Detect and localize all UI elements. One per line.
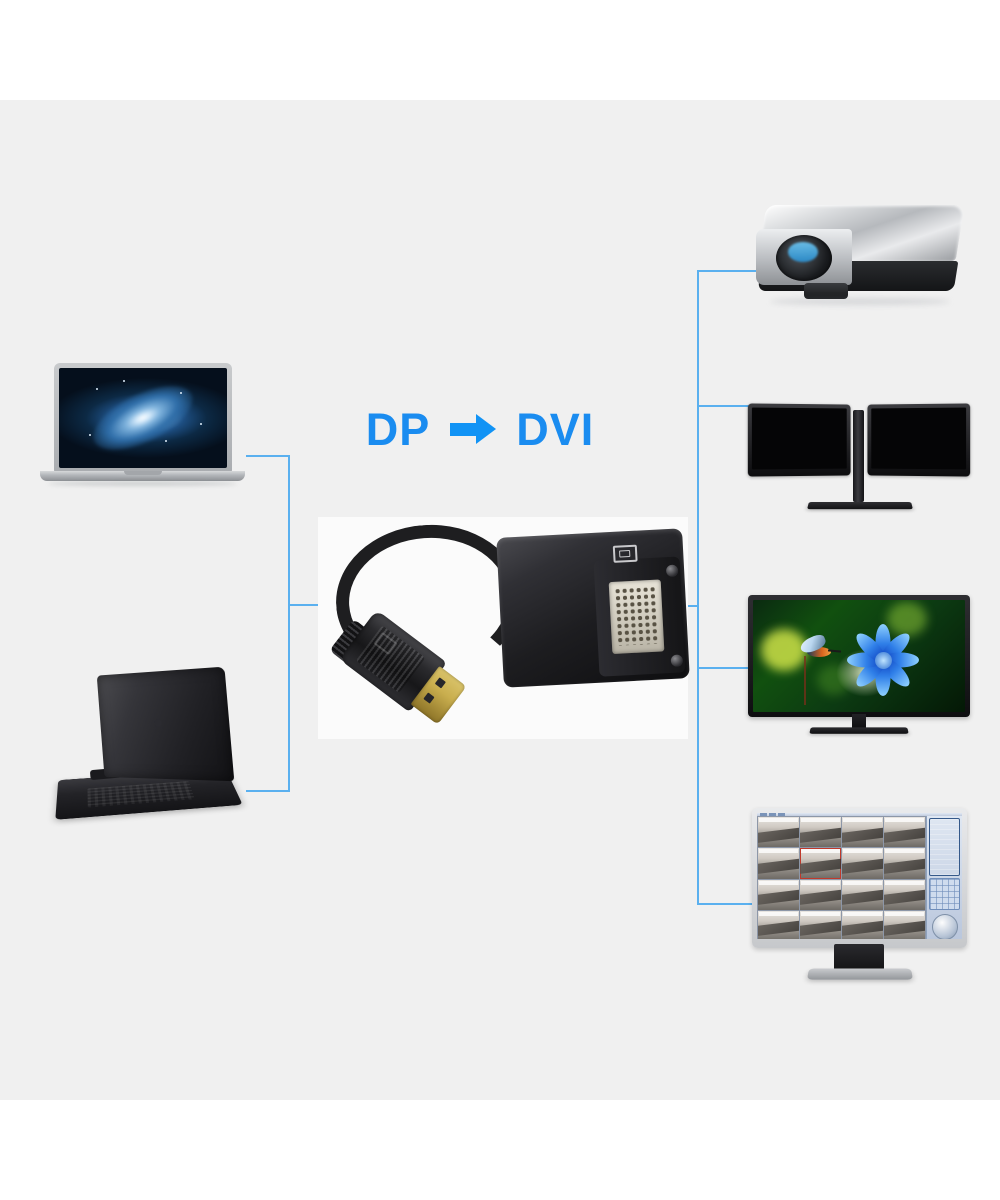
conversion-label: DP DVI xyxy=(350,398,610,460)
line-right-bus xyxy=(697,270,699,904)
cctv-monitor-base xyxy=(806,968,914,980)
cctv-cell xyxy=(758,817,799,848)
dvi-screw-bottom xyxy=(670,654,684,667)
tv-hummingbird xyxy=(795,632,843,665)
dvi-female-housing xyxy=(496,528,690,688)
line-left-to-adapter xyxy=(288,604,324,606)
projector-foot xyxy=(804,283,848,299)
cctv-cell xyxy=(842,910,883,939)
cctv-cell xyxy=(800,879,841,910)
tv-screen xyxy=(753,600,965,712)
macbook-notch xyxy=(124,471,162,475)
label-source: DP xyxy=(365,403,431,455)
label-target: DVI xyxy=(516,403,595,455)
cctv-cell xyxy=(758,910,799,939)
device-cctv-monitor xyxy=(752,808,967,993)
dual-monitor-right-panel xyxy=(867,403,971,477)
cctv-title-bar xyxy=(757,813,962,816)
line-adapter-to-right xyxy=(686,605,699,607)
cctv-jog-dial xyxy=(931,914,958,939)
cctv-cell xyxy=(842,848,883,879)
dual-monitor-column xyxy=(853,410,864,502)
device-black-laptop xyxy=(50,665,255,830)
line-dual-monitor-branch xyxy=(697,405,752,407)
cctv-monitor-column xyxy=(834,944,884,970)
cctv-cell xyxy=(800,910,841,939)
dvi-screw-top xyxy=(665,564,679,578)
dvi-port xyxy=(608,579,665,655)
cctv-cell xyxy=(884,910,925,939)
arrow-right-icon xyxy=(450,414,497,444)
line-tv-branch xyxy=(697,667,752,669)
cctv-cell xyxy=(842,817,883,848)
cctv-cell xyxy=(842,879,883,910)
product-photo-adapter xyxy=(318,517,690,739)
cctv-channel-list xyxy=(929,818,960,876)
projector-lens xyxy=(776,235,832,281)
tv-base xyxy=(809,727,909,734)
line-cctv-branch xyxy=(697,903,755,905)
device-projector xyxy=(752,205,967,313)
dual-monitor-left-panel xyxy=(747,403,851,477)
cctv-control-panel xyxy=(926,816,962,939)
line-black-laptop-branch xyxy=(246,790,290,792)
black-laptop-lid xyxy=(96,666,235,782)
tv-column xyxy=(852,714,866,728)
line-left-bus xyxy=(288,455,290,792)
cctv-camera-grid xyxy=(757,816,926,939)
line-projector-branch xyxy=(697,270,759,272)
cctv-keypad xyxy=(929,878,960,910)
macbook-screen xyxy=(59,368,227,468)
cctv-cell xyxy=(758,848,799,879)
device-macbook xyxy=(40,363,245,493)
dvi-label-icon xyxy=(612,544,638,563)
device-tv xyxy=(748,595,970,743)
cctv-cell xyxy=(800,817,841,848)
cctv-cell-selected xyxy=(800,848,841,879)
cctv-cell xyxy=(758,879,799,910)
cctv-screen xyxy=(757,813,962,939)
cctv-cell xyxy=(884,848,925,879)
line-macbook-branch xyxy=(246,455,290,457)
device-dual-monitor xyxy=(747,403,971,526)
dual-monitor-base xyxy=(807,501,913,510)
macbook-base xyxy=(40,471,245,481)
macbook-shadow xyxy=(48,481,237,486)
cctv-cell xyxy=(884,879,925,910)
tv-blue-flower xyxy=(846,623,920,696)
cctv-cell xyxy=(884,817,925,848)
